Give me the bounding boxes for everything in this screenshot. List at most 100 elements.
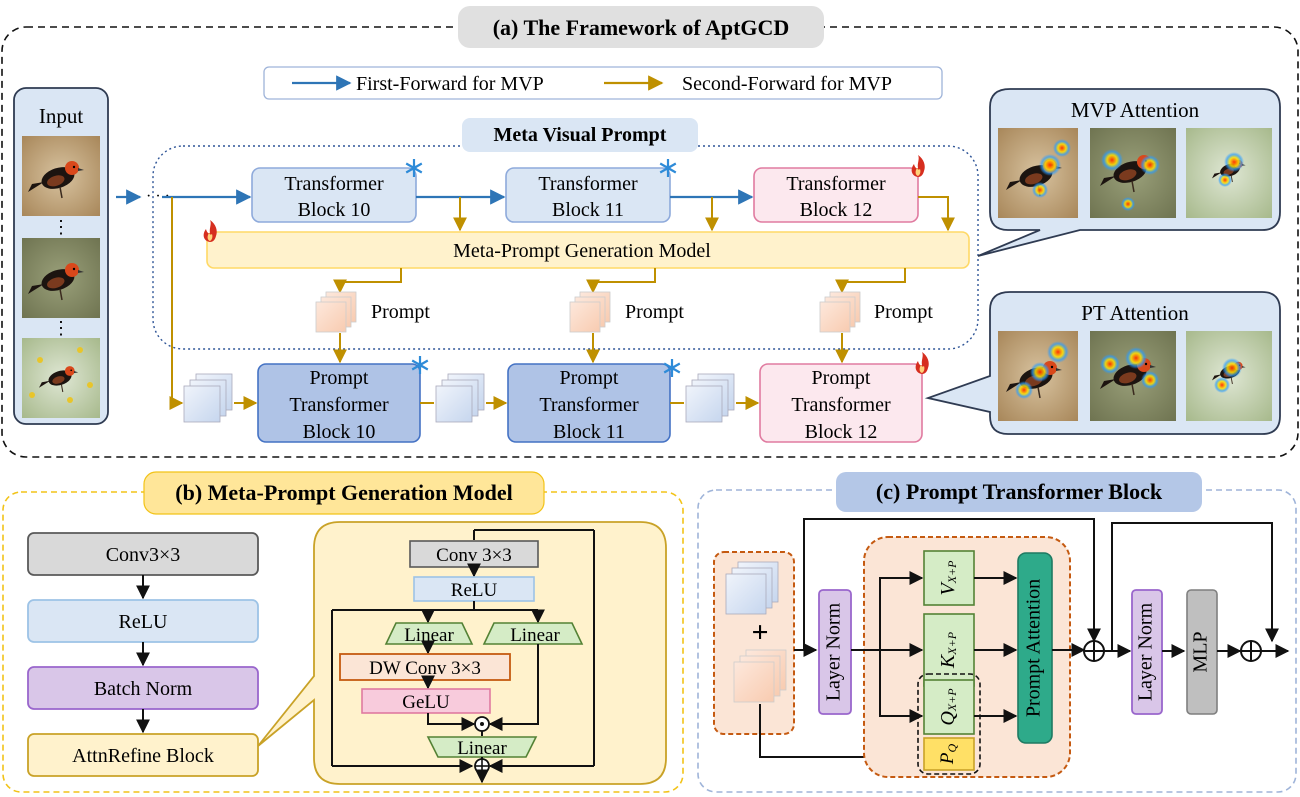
mvp-label-bg bbox=[462, 118, 698, 152]
c-residual-2 bbox=[1111, 522, 1279, 651]
pt-heatmap-2 bbox=[1090, 331, 1176, 421]
tb12-line2: Block 12 bbox=[800, 199, 873, 221]
prompt-label-3: Prompt bbox=[874, 301, 933, 323]
gold-to-prompt-3 bbox=[835, 268, 906, 294]
prompt-stack-3 bbox=[819, 291, 861, 333]
detail-relu bbox=[413, 576, 535, 602]
q-label: QX+P bbox=[937, 688, 959, 726]
input-image-3 bbox=[22, 338, 100, 418]
tb10-line2: Block 10 bbox=[298, 199, 371, 221]
feature-stack-0 bbox=[183, 373, 233, 423]
feature-stack-1 bbox=[435, 373, 485, 423]
stack-relu-label: ReLU bbox=[119, 611, 168, 633]
flame-icon bbox=[911, 155, 925, 177]
flame-icon bbox=[915, 352, 929, 374]
layer-norm-2-label: Layer Norm bbox=[1135, 602, 1157, 701]
prompt-transformer-block-11: Prompt Transformer Block 11 bbox=[507, 357, 681, 443]
transformer-block-10: Transformer Block 10 bbox=[251, 157, 423, 223]
mvp-label: Meta Visual Prompt bbox=[494, 124, 667, 146]
detail-gelu bbox=[361, 688, 491, 714]
prompt-transformer-block-10: Prompt Transformer Block 10 bbox=[257, 354, 429, 443]
gold-branch-input bbox=[169, 197, 184, 410]
v-label: VX+P bbox=[937, 560, 959, 596]
input-dots-1: ⋮ bbox=[52, 217, 70, 237]
mvp-attention-label: MVP Attention bbox=[1071, 98, 1200, 122]
detail-linear-right bbox=[482, 622, 584, 645]
mvp-attention-callout: MVP Attention bbox=[977, 88, 1281, 257]
tb12-line1: Transformer bbox=[786, 173, 886, 195]
pt-heatmap-3 bbox=[1186, 331, 1272, 421]
stack-batchnorm-label: Batch Norm bbox=[94, 678, 193, 700]
panel-b-title-bg bbox=[143, 471, 545, 515]
gold-down-3 bbox=[918, 196, 955, 232]
panel-a-title: (a) The Framework of AptGCD bbox=[493, 15, 790, 40]
ptb12-line2: Transformer bbox=[791, 394, 891, 416]
input-image-1 bbox=[22, 136, 100, 216]
detail-arrow-multiply-left bbox=[427, 713, 476, 731]
legend-box bbox=[263, 66, 943, 100]
panel-b: (b) Meta-Prompt Generation Model Conv3×3… bbox=[2, 471, 684, 793]
ptb12-line3: Block 12 bbox=[805, 421, 878, 443]
meta-prompt-model-label: Meta-Prompt Generation Model bbox=[453, 240, 711, 262]
prompt-stack-2 bbox=[569, 291, 611, 333]
input-image-2 bbox=[22, 238, 100, 318]
prompt-stack-1 bbox=[315, 291, 357, 333]
gold-to-prompt-2 bbox=[586, 268, 656, 294]
detail-conv-label: Conv 3×3 bbox=[436, 545, 512, 566]
transformer-block-11: Transformer Block 11 bbox=[505, 157, 677, 223]
prompt-label-1: Prompt bbox=[371, 301, 430, 323]
mvp-heatmap-1 bbox=[998, 128, 1078, 218]
detail-linear-bottom-label: Linear bbox=[457, 738, 507, 759]
v-box bbox=[923, 550, 975, 606]
tb11-line2: Block 11 bbox=[552, 199, 624, 221]
meta-visual-prompt-region bbox=[152, 145, 979, 350]
detail-relu-label: ReLU bbox=[451, 580, 498, 601]
meta-prompt-model-bar bbox=[206, 231, 970, 269]
gold-to-prompt-1 bbox=[333, 268, 402, 294]
panel-a-title-bg bbox=[458, 6, 824, 48]
input-label: Input bbox=[39, 104, 83, 128]
detail-linear-bottom bbox=[426, 736, 538, 758]
panel-a: (a) The Framework of AptGCD First-Forwar… bbox=[1, 6, 1299, 458]
legend-second-forward: Second-Forward for MVP bbox=[682, 73, 892, 95]
q-group bbox=[917, 673, 981, 775]
q-box bbox=[923, 679, 975, 735]
mvp-heatmap-3 bbox=[1186, 128, 1272, 218]
input-dots-2: ⋮ bbox=[52, 318, 70, 338]
plus-icon: + bbox=[751, 616, 768, 649]
multiply-dot bbox=[480, 722, 484, 726]
stack-conv-label: Conv3×3 bbox=[106, 544, 181, 566]
ptb12-line1: Prompt bbox=[812, 367, 871, 389]
c-residual-1 bbox=[803, 518, 1101, 650]
panel-c-title: (c) Prompt Transformer Block bbox=[876, 479, 1163, 504]
panel-c-title-bg bbox=[836, 472, 1202, 512]
stack-attnrefine bbox=[27, 733, 259, 777]
ptb10-line2: Transformer bbox=[289, 394, 389, 416]
k-label: KX+P bbox=[937, 631, 959, 669]
c-arrow-to-v bbox=[879, 571, 924, 650]
detail-linear-left bbox=[384, 622, 474, 645]
pq-label: PQ bbox=[937, 744, 958, 766]
flame-icon bbox=[203, 220, 217, 242]
ptb10-line1: Prompt bbox=[310, 367, 369, 389]
panel-b-title: (b) Meta-Prompt Generation Model bbox=[175, 480, 512, 505]
pt-heatmap-1 bbox=[998, 331, 1078, 421]
feature-stack-2 bbox=[685, 373, 735, 423]
tb10-line1: Transformer bbox=[284, 173, 384, 195]
transformer-block-12: Transformer Block 12 bbox=[753, 155, 925, 223]
legend-first-forward: First-Forward for MVP bbox=[356, 73, 544, 95]
ptb10-line3: Block 10 bbox=[303, 421, 376, 443]
input-prompt-stack bbox=[733, 649, 787, 703]
c-arrow-to-q bbox=[879, 650, 924, 723]
ptb11-line1: Prompt bbox=[560, 367, 619, 389]
input-ellipsis: · · · bbox=[146, 188, 170, 205]
input-feature-stack bbox=[725, 561, 779, 615]
ptb11-line3: Block 11 bbox=[553, 421, 625, 443]
prompt-transformer-block-12: Prompt Transformer Block 12 bbox=[759, 352, 929, 443]
input-column: Input ⋮ ⋮ bbox=[13, 87, 109, 425]
detail-arrow-multiply-right bbox=[488, 644, 539, 731]
stack-attnrefine-label: AttnRefine Block bbox=[72, 745, 214, 767]
pt-attention-label: PT Attention bbox=[1081, 301, 1189, 325]
mlp-label: MLP bbox=[1190, 631, 1212, 672]
